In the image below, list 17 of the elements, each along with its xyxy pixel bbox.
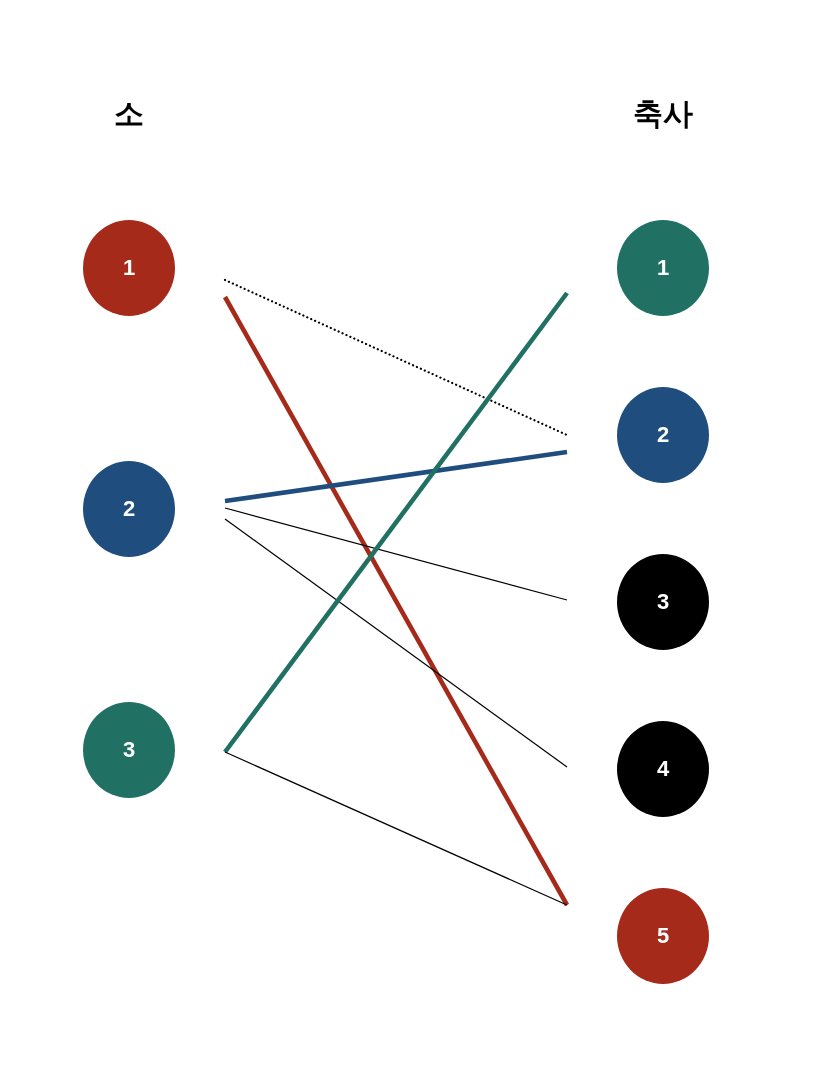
node-number: 1 xyxy=(656,257,670,279)
column-heading: 소 xyxy=(114,96,144,132)
connector-line xyxy=(223,295,569,907)
dotted-line xyxy=(223,278,569,437)
connector-line xyxy=(224,751,568,906)
column-heading: 축사 xyxy=(633,96,693,132)
node-number: 2 xyxy=(122,498,136,520)
node-number: 5 xyxy=(656,925,670,947)
connector-line xyxy=(224,518,568,768)
connector-line xyxy=(224,449,568,504)
node-number: 2 xyxy=(656,424,670,446)
node-number: 3 xyxy=(656,591,670,613)
node-number: 1 xyxy=(122,257,136,279)
connector-line xyxy=(224,507,568,601)
connector-line xyxy=(223,291,569,754)
node-number: 3 xyxy=(122,739,136,761)
node-number: 4 xyxy=(656,758,670,780)
